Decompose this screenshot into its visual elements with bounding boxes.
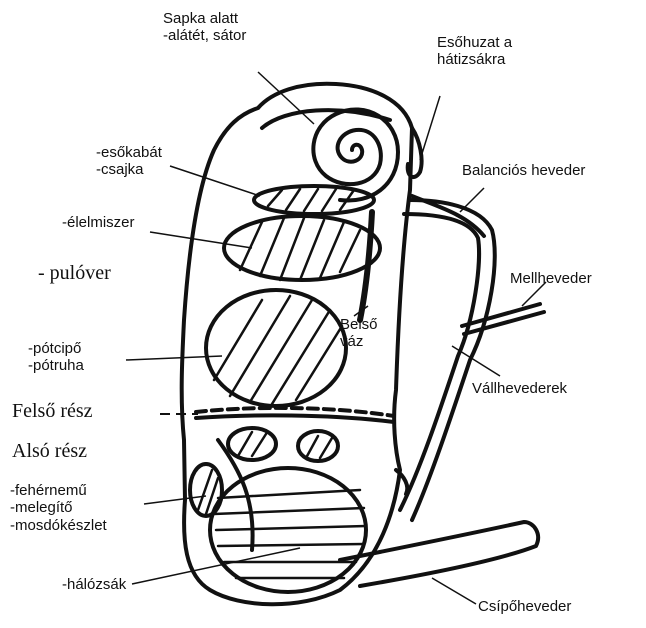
leader-underwear [144,496,206,504]
label-chest-strap: Mellheveder [510,270,592,287]
label-sweater: - pulóver [38,262,111,285]
leader-hip [432,578,476,604]
label-lower-part: Alsó rész [12,440,87,463]
label-underwear: -fehérnemű -melegítő -mosdókészlet [10,482,107,534]
shoulder-strap-outer [410,200,495,520]
shoulder-strap-inner [400,214,479,510]
label-upper-part: Felső rész [12,400,93,423]
label-top-pocket: Sapka alatt -alátét, sátor [163,10,246,45]
label-spare-shoes: -pótcipő -pótruha [28,340,84,375]
label-hip-belt: Csípőheveder [478,598,571,615]
leader-food [150,232,252,248]
label-food: -élelmiszer [62,214,135,231]
label-shoulder-straps: Vállhevederek [472,380,567,397]
label-raincoat: -esőkabát -csajka [96,144,162,179]
label-rain-cover: Esőhuzat a hátizsákra [437,34,512,69]
leader-rain-cover [420,96,440,160]
spare-shoes-oval [206,290,346,406]
label-balance-strap: Balanciós heveder [462,162,585,179]
label-sleeping-bag: -hálózsák [62,576,126,593]
leader-balance [460,188,484,212]
hip-belt [340,522,538,586]
leader-raincoat [170,166,260,196]
label-inner-frame: Belső váz [340,316,378,351]
